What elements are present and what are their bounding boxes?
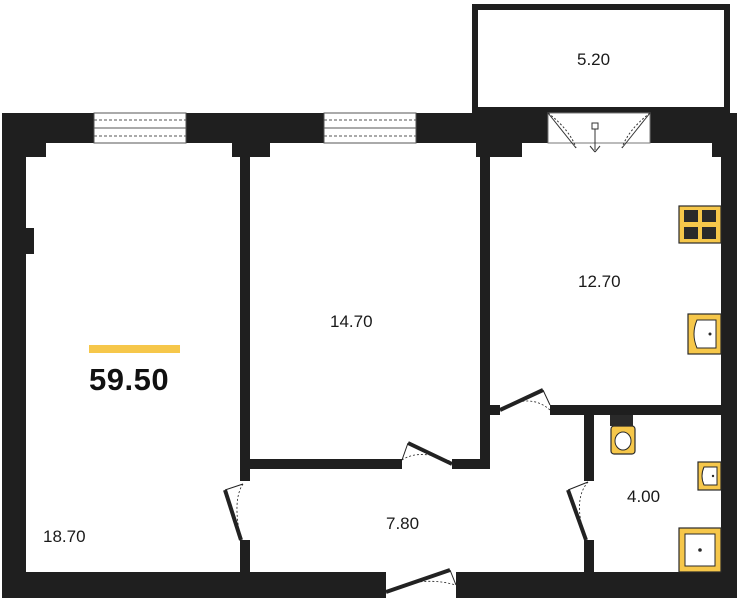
wall-bathroom-left-bottom — [584, 540, 594, 572]
stove-icon — [678, 205, 722, 244]
total-area-label: 59.50 — [89, 362, 170, 397]
wall-bedroom-bottom-left — [250, 459, 402, 469]
partition-living-bedroom-top — [240, 143, 250, 481]
bedroom-area-label: 14.70 — [330, 312, 373, 331]
wall-right — [721, 113, 737, 598]
total-area-accent-bar — [89, 345, 180, 353]
wall-top-mid-right — [416, 113, 548, 143]
door-bedroom — [401, 441, 453, 466]
windows — [93, 112, 417, 144]
door-bathroom — [566, 481, 589, 541]
partition-living-bedroom-bottom — [240, 540, 250, 572]
washbasin-icon — [697, 461, 722, 491]
wall-hall-step — [480, 415, 490, 469]
wall-kitchen-bottom-left — [490, 405, 500, 415]
pillar-2 — [232, 143, 270, 157]
balcony-area-label: 5.20 — [577, 50, 611, 69]
wall-bedroom-bottom-right — [452, 459, 490, 469]
wall-top-mid-left — [186, 113, 324, 143]
wall-kitchen-bottom-right — [550, 405, 721, 415]
hall-area-label: 7.80 — [386, 514, 420, 533]
shower-tray-icon — [678, 527, 722, 573]
balcony-wall-bottom — [472, 107, 730, 113]
wall-bottom-left — [2, 572, 386, 598]
wall-left — [2, 113, 26, 598]
wall-nub — [26, 228, 34, 254]
toilet-icon — [610, 415, 636, 455]
walls — [2, 4, 737, 598]
wall-bathroom-left-top — [584, 415, 594, 481]
door-kitchen — [499, 388, 551, 412]
bathroom-area-label: 4.00 — [627, 487, 661, 506]
door-entrance — [385, 568, 457, 598]
balcony-wall-right — [724, 4, 730, 113]
balcony-wall-top — [472, 4, 730, 10]
partition-bedroom-kitchen — [480, 143, 490, 469]
doors — [223, 388, 589, 598]
kitchen-area-label: 12.70 — [578, 272, 621, 291]
balcony-wall-left — [472, 4, 478, 113]
fixtures — [610, 205, 722, 573]
balcony-door — [547, 112, 651, 153]
living-area-label: 18.70 — [43, 527, 86, 546]
sink-icon — [687, 313, 722, 355]
wall-bottom-right — [456, 572, 737, 598]
door-living — [223, 483, 244, 541]
